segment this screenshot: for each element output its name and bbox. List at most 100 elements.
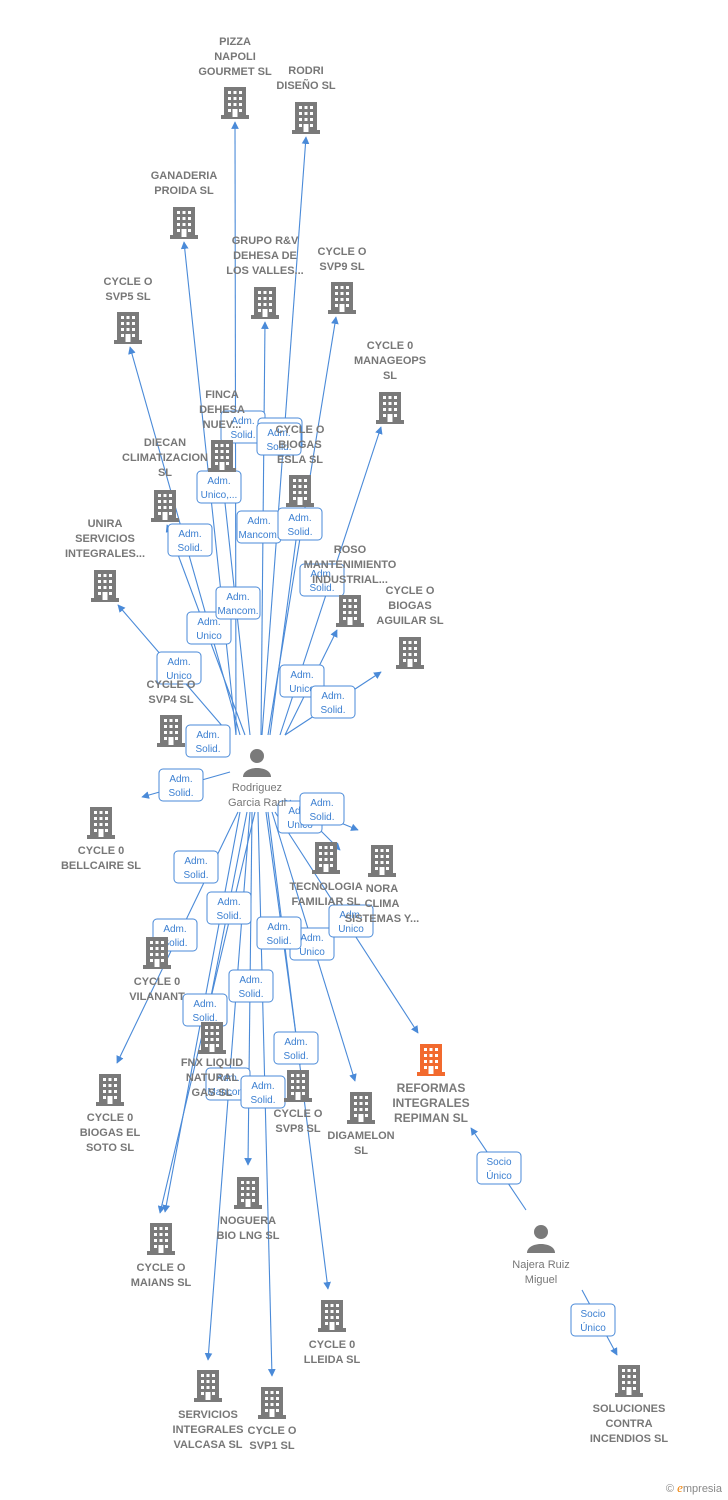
edge-label-rodriguez-nora[interactable]: Adm.Solid. [299,792,345,826]
building-icon[interactable] [96,1074,124,1106]
edge-label-rodriguez-manageops[interactable]: Adm.Solid. [299,563,345,597]
edge-label-box[interactable] [476,1151,522,1185]
building-icon[interactable] [328,282,356,314]
edge-label-rodriguez-bellcaire[interactable]: Adm.Solid. [158,768,204,802]
edge-label-rodriguez-svp4[interactable]: Adm.Solid. [185,724,231,758]
edge-label-box[interactable] [167,523,213,557]
building-icon[interactable] [221,87,249,119]
building-icon[interactable] [170,207,198,239]
building-icon[interactable] [312,842,340,874]
edge-label-rodriguez-biogasesla[interactable]: Adm.Solid. [256,422,302,456]
edge-label-box[interactable] [328,904,374,938]
edge-label-rodriguez-lleida[interactable]: Adm.Solid. [256,916,302,950]
building-icon[interactable] [258,1387,286,1419]
building-icon[interactable] [208,440,236,472]
building-icon[interactable] [251,287,279,319]
building-icon[interactable] [198,1022,226,1054]
edge-label-rodriguez-ganaderia[interactable]: Adm.Solid. [167,523,213,557]
node-unira[interactable]: UNIRASERVICIOSINTEGRALES... [65,518,145,602]
building-icon[interactable] [615,1365,643,1397]
edge-label-box[interactable] [228,969,274,1003]
building-icon[interactable] [87,807,115,839]
building-icon[interactable] [194,1370,222,1402]
building-icon[interactable] [396,637,424,669]
edge-label-box[interactable] [299,563,345,597]
edge-label-box[interactable] [570,1303,616,1337]
edge-label-rodriguez-reformas[interactable]: Adm.Unico [328,904,374,938]
edge-label-box[interactable] [277,507,323,541]
building-icon[interactable] [143,937,171,969]
building-icon[interactable] [91,570,119,602]
building-icon[interactable] [318,1300,346,1332]
edge-label-rodriguez-diecan[interactable]: Adm.Mancom. [215,586,261,620]
edge-label-box[interactable] [156,651,202,685]
edge-label-box[interactable] [256,422,302,456]
edge-label-rodriguez-unira[interactable]: Adm.Unico [156,651,202,685]
node-roso[interactable]: ROSOMANTENIMIENTOINDUSTRIAL... [304,544,397,627]
building-icon[interactable] [368,845,396,877]
building-icon[interactable] [286,475,314,507]
building-icon[interactable] [336,595,364,627]
edge-label-box[interactable] [173,850,219,884]
edge-label-rodriguez-svp9[interactable]: Adm.Solid. [277,507,323,541]
edge-label-rodriguez-noguera[interactable]: Adm.Solid. [206,891,252,925]
building-icon[interactable] [347,1092,375,1124]
edge-label-box[interactable] [273,1031,319,1065]
edge-label-rodriguez-svp1[interactable]: Adm.Solid. [240,1075,286,1109]
edge-label-box[interactable] [310,685,356,719]
edge-label-box[interactable] [240,1075,286,1109]
edge-label-box[interactable] [186,611,232,645]
edge-label-box[interactable] [206,891,252,925]
edge-label-box[interactable] [185,724,231,758]
building-icon[interactable] [292,102,320,134]
edge-label-rodriguez-maians[interactable]: Adm.Solid. [228,969,274,1003]
edge-label-rodriguez-finca[interactable]: Adm.Unico,... [196,470,242,504]
edge-label-rodriguez-elsoto[interactable]: Adm.Solid. [173,850,219,884]
edge-label-box[interactable] [256,916,302,950]
building-icon[interactable] [114,312,142,344]
edge-label-rodriguez-aguilar[interactable]: Adm.Solid. [310,685,356,719]
edge-label-rodriguez-svp5[interactable]: Adm.Unico [186,611,232,645]
building-icon[interactable] [284,1070,312,1102]
building-icon[interactable] [376,392,404,424]
building-icon[interactable] [417,1044,445,1076]
person-icon[interactable] [243,749,271,777]
edge-label-rodriguez-fnx[interactable]: Adm.Solid. [182,993,228,1027]
node-finca[interactable]: FINCADEHESANUEV... [199,389,245,472]
person-icon[interactable] [527,1225,555,1253]
edge-label-box[interactable] [158,768,204,802]
building-icon[interactable] [234,1177,262,1209]
building-icon[interactable] [157,715,185,747]
edge-label-box[interactable] [215,586,261,620]
edge-label-rodriguez-grupo[interactable]: Adm.Mancom. [236,510,282,544]
building-icon[interactable] [151,490,179,522]
building-icon[interactable] [147,1223,175,1255]
